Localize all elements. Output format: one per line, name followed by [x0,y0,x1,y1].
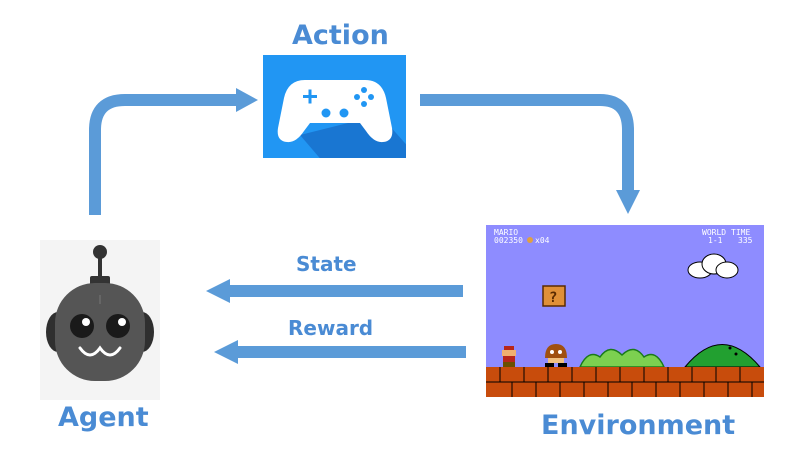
hud-time-label: TIME [731,228,750,237]
reward-label: Reward [288,316,374,340]
arrow-agent-to-action [89,94,238,215]
hill [683,344,762,368]
ground-bricks [486,367,764,397]
action-label: Action [292,20,389,51]
hud-player: MARIO [494,228,518,237]
hud-score: 002350 [494,236,523,245]
arrow-action-to-environment [420,94,634,192]
environment-label: Environment [541,410,736,441]
svg-text:?: ? [549,290,557,306]
goomba-sprite [545,344,567,367]
arrow-state [206,279,463,303]
question-block: ? [542,285,566,307]
hud-time-value: 335 [738,236,753,245]
agent-label: Agent [58,402,149,433]
bushes [578,348,666,368]
gamepad-icon [263,55,406,158]
cloud [687,253,739,279]
hud-coins: x04 [535,236,550,245]
mario-sprite [502,346,516,367]
robot-icon [40,240,160,400]
game-screen: MARIO 002350 x04 WORLD TIME 1-1 335 ? [486,225,764,397]
arrowhead-agent-to-action [236,88,258,112]
hud-world-value: 1-1 [708,236,723,245]
arrowhead-action-to-environment [616,190,640,214]
state-label: State [296,252,357,276]
hud: MARIO 002350 x04 WORLD TIME 1-1 335 [494,228,753,245]
hud-world-label: WORLD [702,228,726,237]
arrow-reward [214,340,466,364]
